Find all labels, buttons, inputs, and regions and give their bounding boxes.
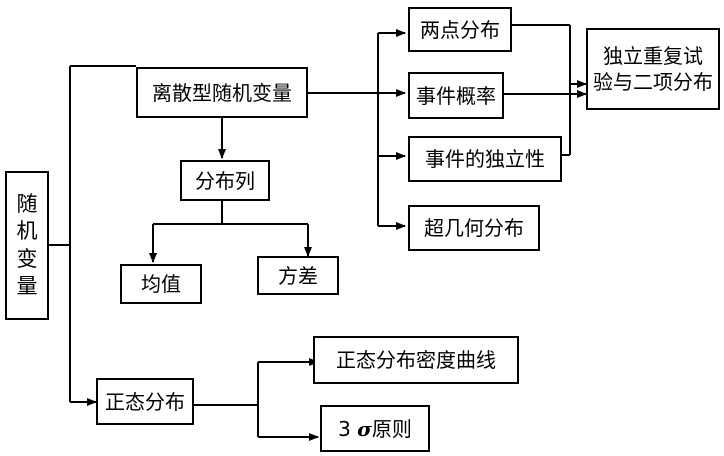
sigma-symbol: σ [357, 416, 372, 441]
two-point-label: 两点分布 [420, 17, 500, 42]
discrete-label: 离散型随机变量 [152, 80, 292, 105]
hypergeometric-label: 超几何分布 [424, 216, 524, 240]
root-char-3: 变 [16, 246, 38, 271]
event-independence-box: 事件的独立性 [408, 136, 562, 182]
two-point-distribution-box: 两点分布 [408, 7, 512, 52]
hypergeometric-box: 超几何分布 [408, 205, 540, 251]
mean-box: 均值 [120, 264, 202, 304]
normal-distribution-box: 正态分布 [96, 378, 194, 425]
three-sigma-suffix: 原则 [371, 416, 412, 441]
mean-label: 均值 [141, 272, 181, 296]
normal-distribution-label: 正态分布 [105, 389, 185, 414]
event-probability-label: 事件概率 [416, 83, 496, 108]
root-char-4: 量 [16, 273, 38, 298]
three-sigma-prefix: 3 [338, 416, 351, 441]
distribution-list-label: 分布列 [195, 168, 255, 193]
random-variable-box: 随 机 变 量 [5, 171, 49, 320]
variance-box: 方差 [257, 256, 339, 295]
discrete-random-variable-box: 离散型随机变量 [136, 67, 308, 118]
event-probability-box: 事件概率 [408, 72, 504, 119]
distribution-list-box: 分布列 [180, 160, 270, 201]
variance-label: 方差 [278, 263, 318, 288]
event-independence-label: 事件的独立性 [425, 147, 545, 171]
binomial-line-2: 验与二项分布 [593, 70, 713, 94]
binomial-distribution-box: 独立重复试 验与二项分布 [586, 28, 720, 110]
root-char-2: 机 [16, 219, 38, 244]
binomial-line-1: 独立重复试 [603, 44, 703, 68]
normal-density-curve-box: 正态分布密度曲线 [313, 336, 519, 384]
root-char-1: 随 [16, 191, 38, 216]
normal-density-curve-label: 正态分布密度曲线 [336, 348, 496, 372]
